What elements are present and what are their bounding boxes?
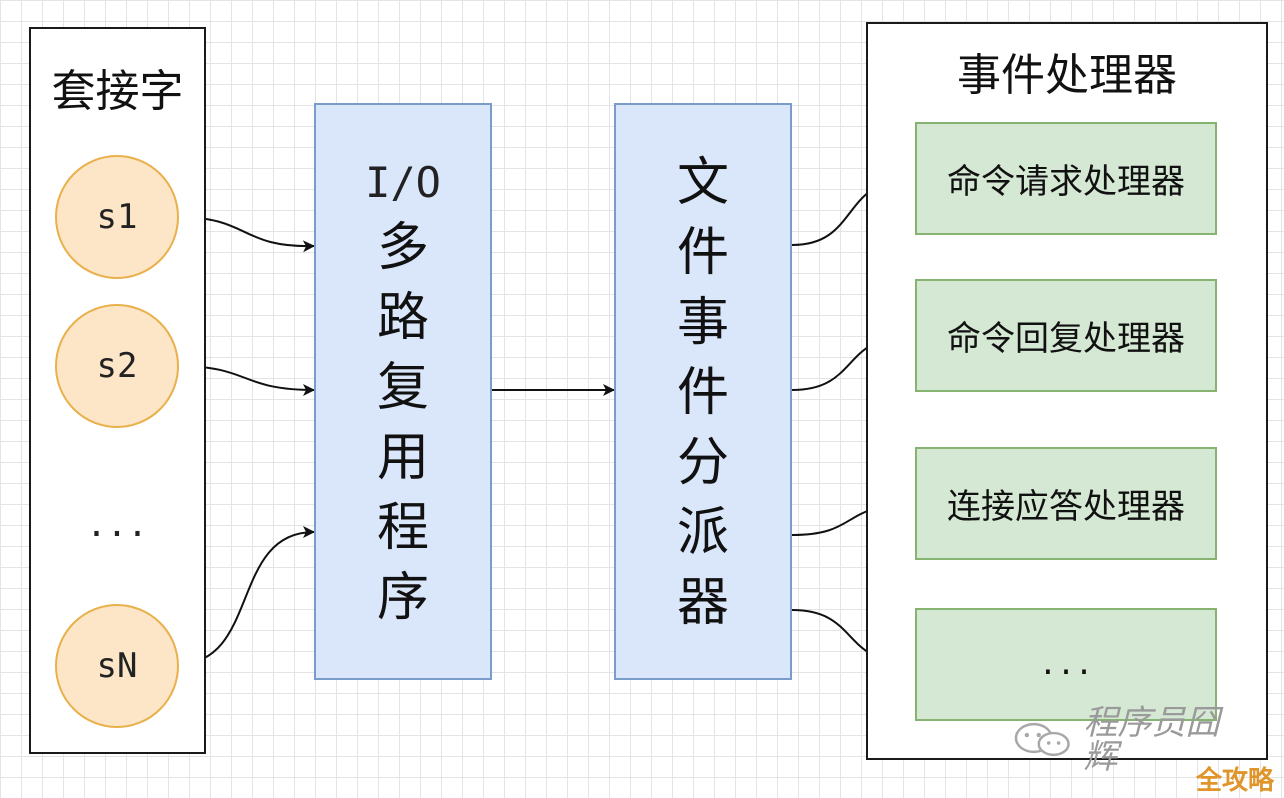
command-request-handler: 命令请求处理器 [915,122,1217,235]
connection-accept-handler: 连接应答处理器 [915,447,1217,560]
watermark-text: 程序员囧辉 [1083,703,1220,777]
command-reply-handler: 命令回复处理器 [915,279,1217,392]
io-multiplexer-prefix: I/O [365,158,441,207]
watermark: 程序员囧辉 [1012,706,1252,774]
file-event-dispatcher-box: 文 件 事 件 分 派 器 [614,103,792,680]
handler-ellipsis: ... [915,608,1217,721]
io-multiplexer-box: I/O 多 路 复 用 程 序 [314,103,492,680]
socket-s1: s1 [55,155,179,279]
event-handler-panel-title: 事件处理器 [957,50,1177,101]
corner-mark: 全攻略 [1196,766,1275,796]
socket-ellipsis: ... [86,505,148,545]
socket-s2: s2 [55,304,179,428]
wechat-icon [1014,722,1070,757]
socket-panel-title: 套接字 [51,66,184,117]
io-multiplexer-label: 多 路 复 用 程 序 [376,218,429,628]
socket-sn: sN [55,604,179,728]
file-event-dispatcher-label: 文 件 事 件 分 派 器 [676,153,729,633]
